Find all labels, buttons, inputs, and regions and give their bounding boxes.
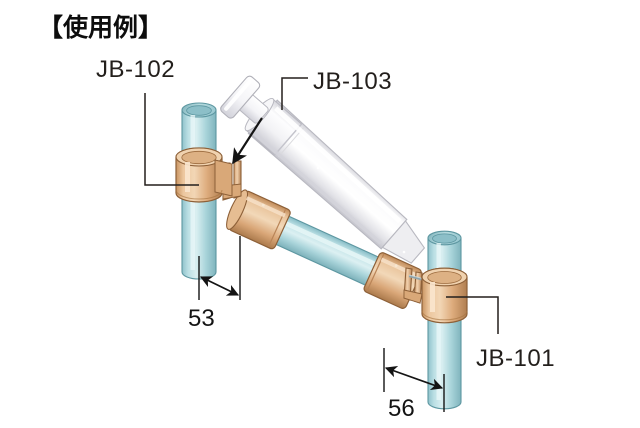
leader-jb-102 (144, 93, 199, 186)
page-title: 【使用例】 (38, 13, 164, 42)
dimension-56 (383, 348, 445, 412)
label-jb-102: JB-102 (96, 56, 176, 83)
dimension-53 (198, 236, 241, 300)
label-jb-101: JB-101 (476, 345, 556, 372)
label-jb-103: JB-103 (313, 68, 393, 95)
jb-101-fitting (363, 252, 468, 324)
leader-jb-101 (446, 296, 499, 334)
leader-jb-103 (281, 77, 308, 110)
jb-103-tool (220, 75, 426, 264)
dimension-label-53: 53 (188, 305, 215, 332)
jb-101-clamp-band (421, 267, 468, 324)
jb-102-fitting (175, 147, 291, 250)
jb-102-clamp-band (175, 147, 233, 203)
assembly-arrow (232, 117, 263, 165)
leader-lines (144, 77, 499, 334)
dimension-label-56: 56 (388, 395, 415, 422)
